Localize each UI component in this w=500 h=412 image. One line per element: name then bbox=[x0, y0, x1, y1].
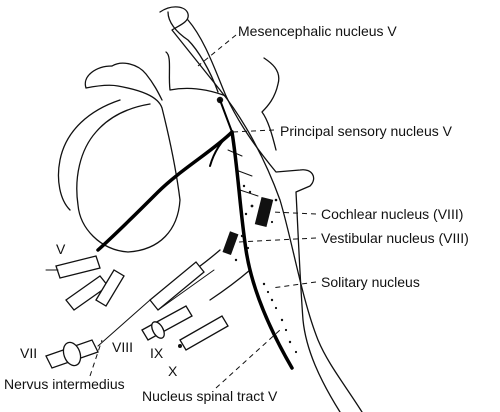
leader-cochlear bbox=[271, 211, 317, 215]
leader-solitary bbox=[271, 281, 317, 289]
leader-mesencephalic bbox=[197, 34, 237, 67]
mesencephalic-tract bbox=[219, 99, 233, 133]
solitary-nucleus-region bbox=[262, 282, 298, 354]
vestibular-nucleus-region bbox=[222, 231, 250, 262]
leader-spinal-tract bbox=[215, 329, 281, 389]
label-principal: Principal sensory nucleus V bbox=[280, 123, 453, 139]
label-nerve-viii: VIII bbox=[112, 339, 133, 355]
leader-principal bbox=[231, 129, 275, 133]
nerve-ix-root bbox=[141, 305, 193, 341]
label-vestibular: Vestibular nucleus (VIII) bbox=[321, 230, 469, 246]
cochlear-nucleus-region bbox=[242, 184, 278, 228]
nerve-v-roots bbox=[45, 255, 125, 311]
label-nerve-vii: VII bbox=[20, 345, 37, 361]
trigeminal-branch-upper bbox=[209, 131, 233, 167]
trigeminal-tract bbox=[96, 130, 234, 252]
spinal-tract-line bbox=[230, 130, 294, 370]
label-spinal-tract: Nucleus spinal tract V bbox=[142, 388, 278, 404]
label-intermedius: Nervus intermedius bbox=[4, 376, 125, 392]
nerve-vii-root bbox=[45, 299, 151, 369]
label-cochlear: Cochlear nucleus (VIII) bbox=[321, 206, 463, 222]
label-solitary: Solitary nucleus bbox=[321, 274, 420, 290]
nerve-x-root bbox=[178, 315, 229, 351]
leader-intermedius bbox=[89, 339, 103, 377]
nerve-viii-root bbox=[149, 261, 215, 311]
label-mesencephalic: Mesencephalic nucleus V bbox=[238, 23, 397, 39]
label-nerve-v: V bbox=[56, 241, 66, 257]
label-nerve-x: X bbox=[168, 363, 178, 379]
leader-vestibular bbox=[237, 237, 317, 243]
brainstem-outline bbox=[57, 6, 363, 412]
label-nerve-ix: IX bbox=[150, 345, 164, 361]
